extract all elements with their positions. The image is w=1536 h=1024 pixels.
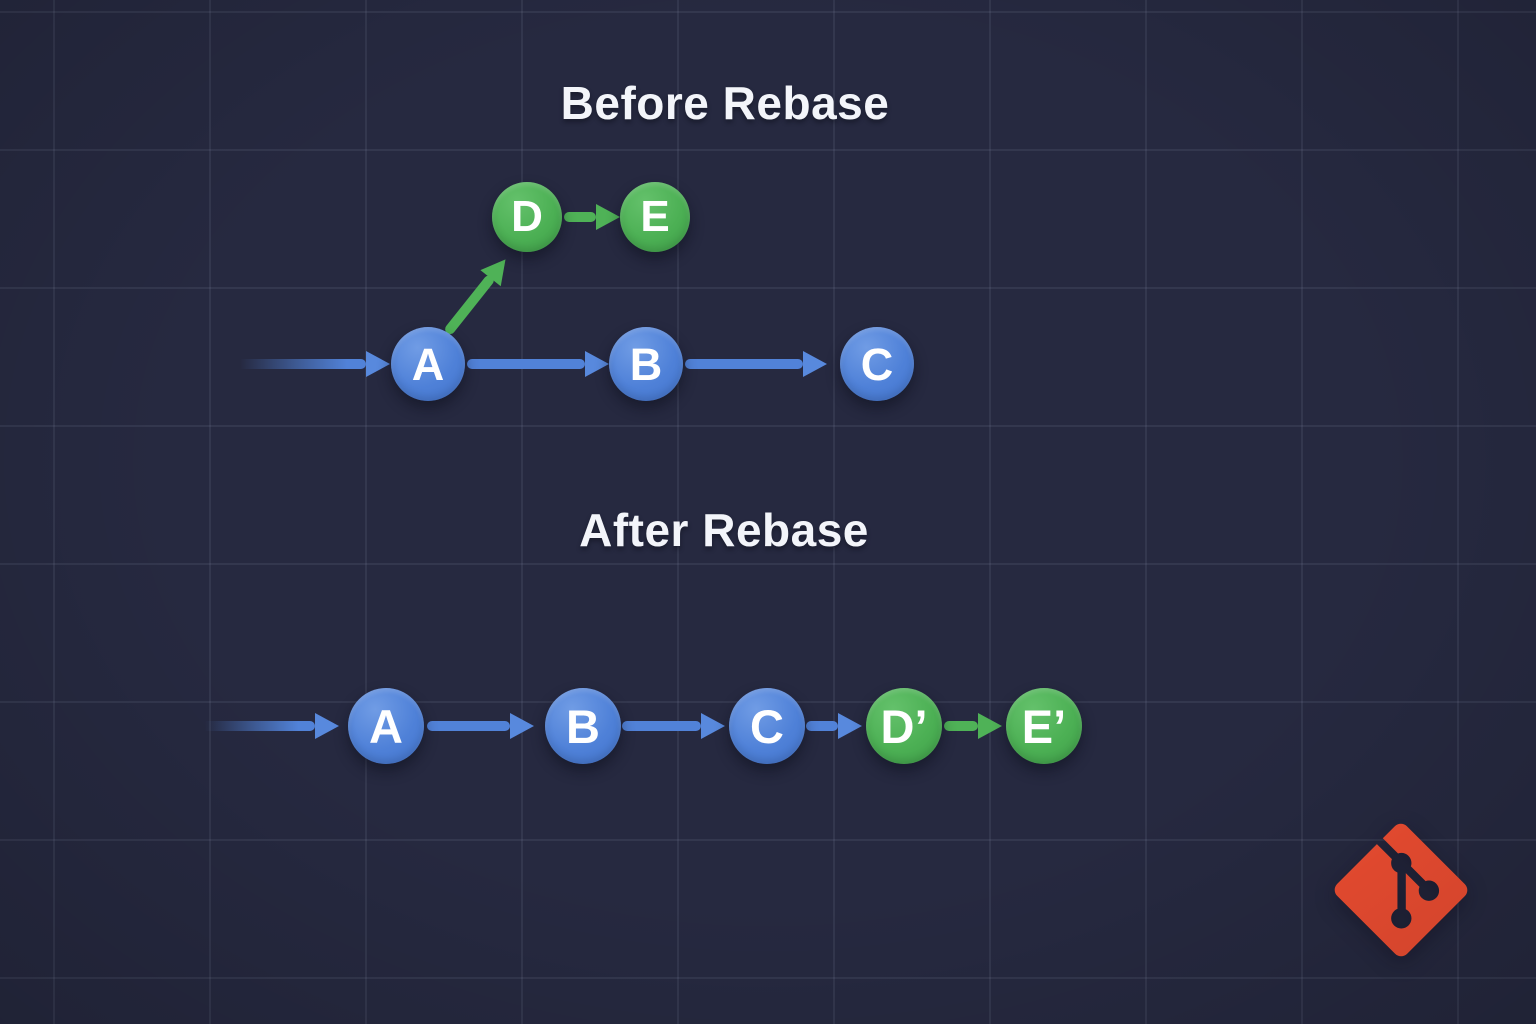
commit-label: B xyxy=(629,338,663,390)
commit-node-c-after: C xyxy=(729,688,805,764)
commit-node-dprime-after: D’ xyxy=(866,688,942,764)
arrow-d-to-e-before-head xyxy=(596,204,620,230)
commit-node-b-after: B xyxy=(545,688,621,764)
arrow-b-to-c-after xyxy=(622,721,701,731)
commit-label: A xyxy=(369,699,403,753)
commit-label: E’ xyxy=(1021,699,1067,753)
arrow-entry-after xyxy=(205,721,315,731)
arrow-a-to-b-before-head xyxy=(585,351,609,377)
arrow-entry-before xyxy=(240,359,366,369)
arrow-b-to-c-before-head xyxy=(803,351,827,377)
commit-node-a-before: A xyxy=(391,327,465,401)
arrow-dprime-to-eprime-after-head xyxy=(978,713,1002,739)
commit-label: C xyxy=(860,338,894,390)
arrow-entry-after-head xyxy=(315,713,339,739)
arrow-c-to-dprime-after-head xyxy=(838,713,862,739)
arrow-a-to-d-shaft xyxy=(443,273,496,337)
commit-node-b-before: B xyxy=(609,327,683,401)
arrow-a-to-b-before xyxy=(467,359,585,369)
commit-label: C xyxy=(750,699,784,753)
arrow-b-to-c-before xyxy=(685,359,803,369)
commit-label: D’ xyxy=(880,699,928,753)
commit-label: B xyxy=(566,699,600,753)
commit-label: D xyxy=(511,192,543,241)
arrow-a-to-b-after xyxy=(427,721,510,731)
commit-node-c-before: C xyxy=(840,327,914,401)
commit-label: A xyxy=(411,338,445,390)
commit-node-eprime-after: E’ xyxy=(1006,688,1082,764)
commit-node-a-after: A xyxy=(348,688,424,764)
before-rebase-title: Before Rebase xyxy=(560,77,890,129)
commit-node-d-before: D xyxy=(492,182,562,252)
arrow-d-to-e-before xyxy=(564,212,596,222)
arrow-c-to-dprime-after xyxy=(806,721,838,731)
arrow-entry-before-head xyxy=(366,351,390,377)
arrow-a-to-b-after-head xyxy=(510,713,534,739)
commit-node-e-before: E xyxy=(620,182,690,252)
after-rebase-title: After Rebase xyxy=(579,504,869,556)
commit-label: E xyxy=(640,192,670,241)
git-logo-icon xyxy=(1334,823,1468,957)
arrow-b-to-c-after-head xyxy=(701,713,725,739)
arrow-dprime-to-eprime-after xyxy=(944,721,978,731)
arrow-a-to-d-branch xyxy=(437,251,516,341)
